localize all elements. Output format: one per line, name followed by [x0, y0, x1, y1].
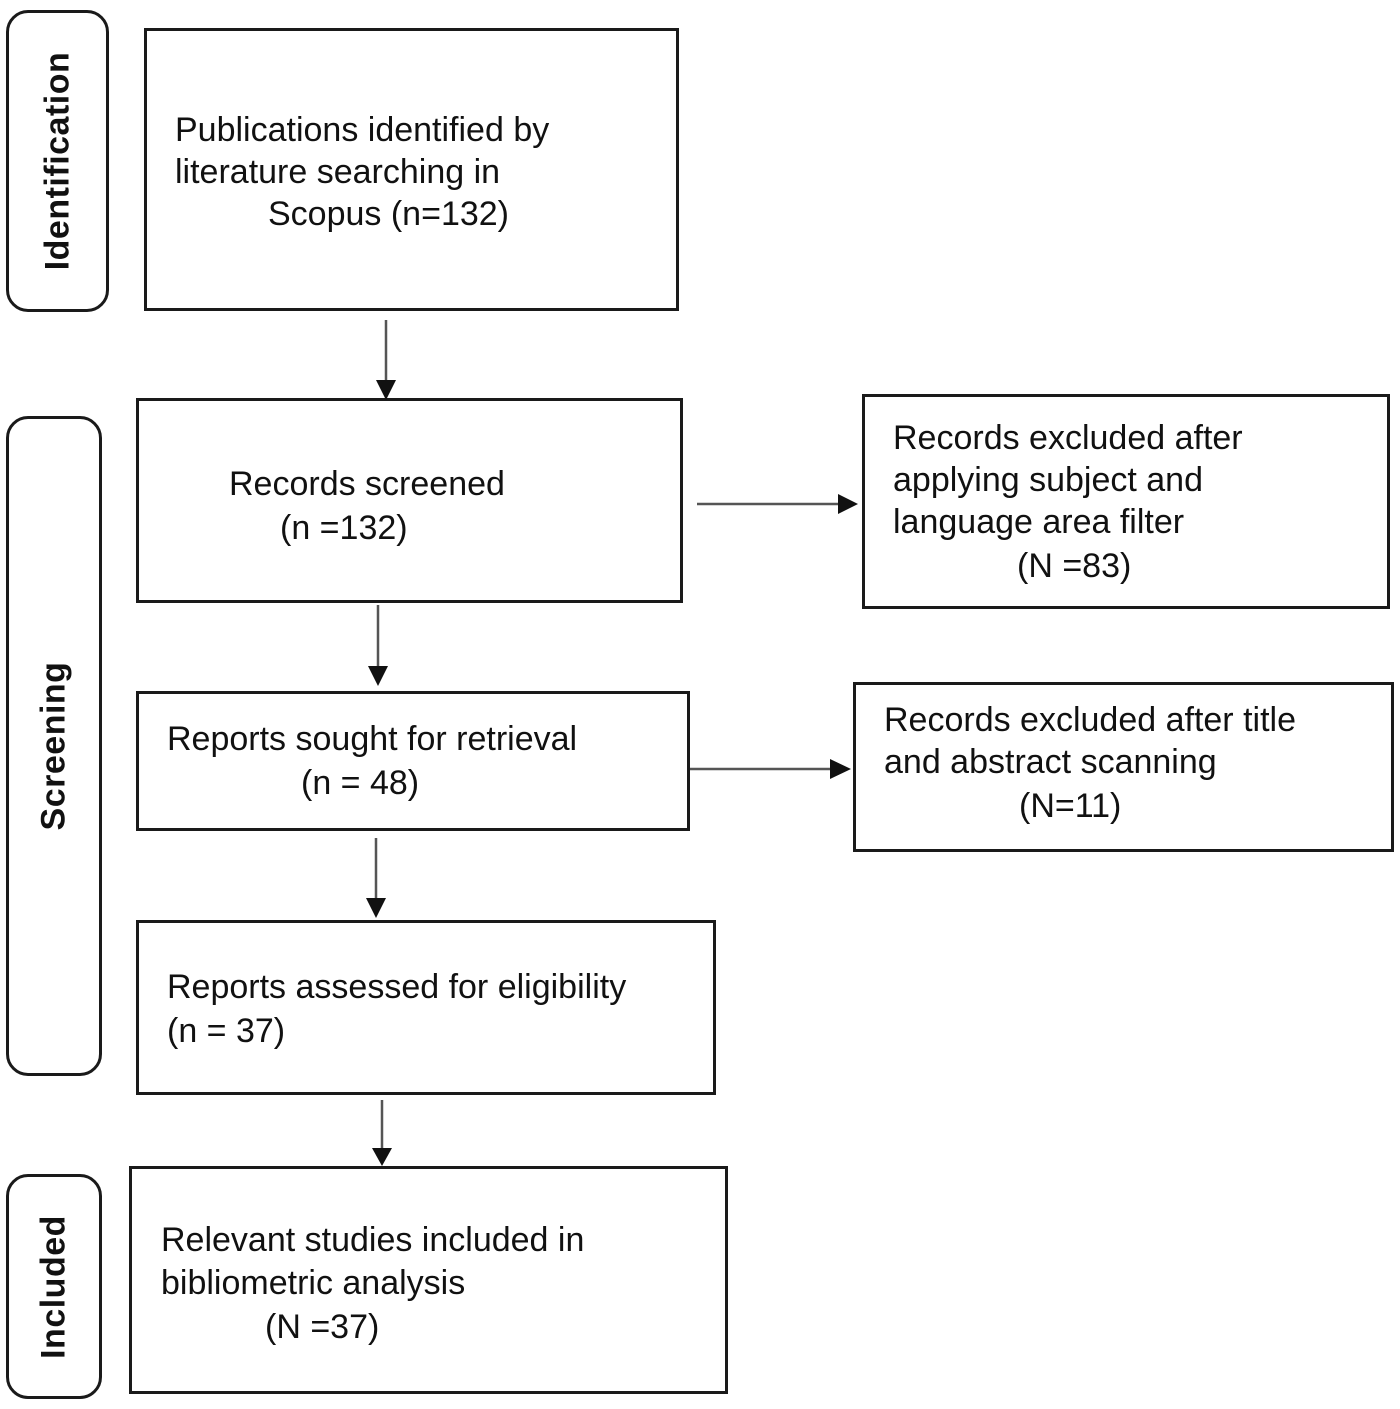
- box-line: Publications identified by: [175, 111, 550, 149]
- box-line: Records excluded after: [893, 419, 1243, 457]
- box-line: (n = 37): [167, 1012, 286, 1050]
- box-records-screened: Records screened (n =132): [136, 398, 683, 603]
- arrowhead-icon: [838, 494, 858, 514]
- box-line: Records screened: [229, 465, 505, 503]
- stage-identification: Identification: [6, 10, 109, 312]
- box-line: (N =37): [265, 1308, 380, 1346]
- box-reports-assessed: Reports assessed for eligibility (n = 37…: [136, 920, 716, 1095]
- box-line: (N=11): [1019, 787, 1122, 825]
- box-records-excluded-filter: Records excluded after applying subject …: [862, 394, 1390, 609]
- arrowhead-icon: [372, 1148, 392, 1166]
- arrowhead-icon: [366, 898, 386, 918]
- box-reports-sought: Reports sought for retrieval (n = 48): [136, 691, 690, 831]
- box-studies-included: Relevant studies included in bibliometri…: [129, 1166, 728, 1394]
- arrowhead-icon: [376, 380, 396, 400]
- stage-screening: Screening: [6, 416, 102, 1076]
- box-line: (n = 48): [301, 764, 420, 802]
- box-line: Reports sought for retrieval: [167, 720, 578, 758]
- box-line: Scopus (n=132): [268, 195, 509, 233]
- box-publications-identified: Publications identified by literature se…: [144, 28, 679, 311]
- box-line: Relevant studies included in: [161, 1221, 585, 1259]
- box-line: literature searching in: [175, 153, 501, 191]
- box-line: language area filter: [893, 503, 1185, 541]
- stage-included: Included: [6, 1174, 102, 1399]
- box-line: Reports assessed for eligibility: [167, 968, 627, 1006]
- box-line: and abstract scanning: [884, 743, 1217, 781]
- box-records-excluded-title: Records excluded after title and abstrac…: [853, 682, 1394, 852]
- box-line: bibliometric analysis: [161, 1264, 466, 1302]
- box-line: (n =132): [280, 509, 408, 547]
- arrowhead-icon: [830, 759, 851, 779]
- box-line: (N =83): [1017, 547, 1132, 585]
- box-line: applying subject and: [893, 461, 1204, 499]
- arrowhead-icon: [368, 666, 388, 686]
- box-line: Records excluded after title: [884, 701, 1296, 739]
